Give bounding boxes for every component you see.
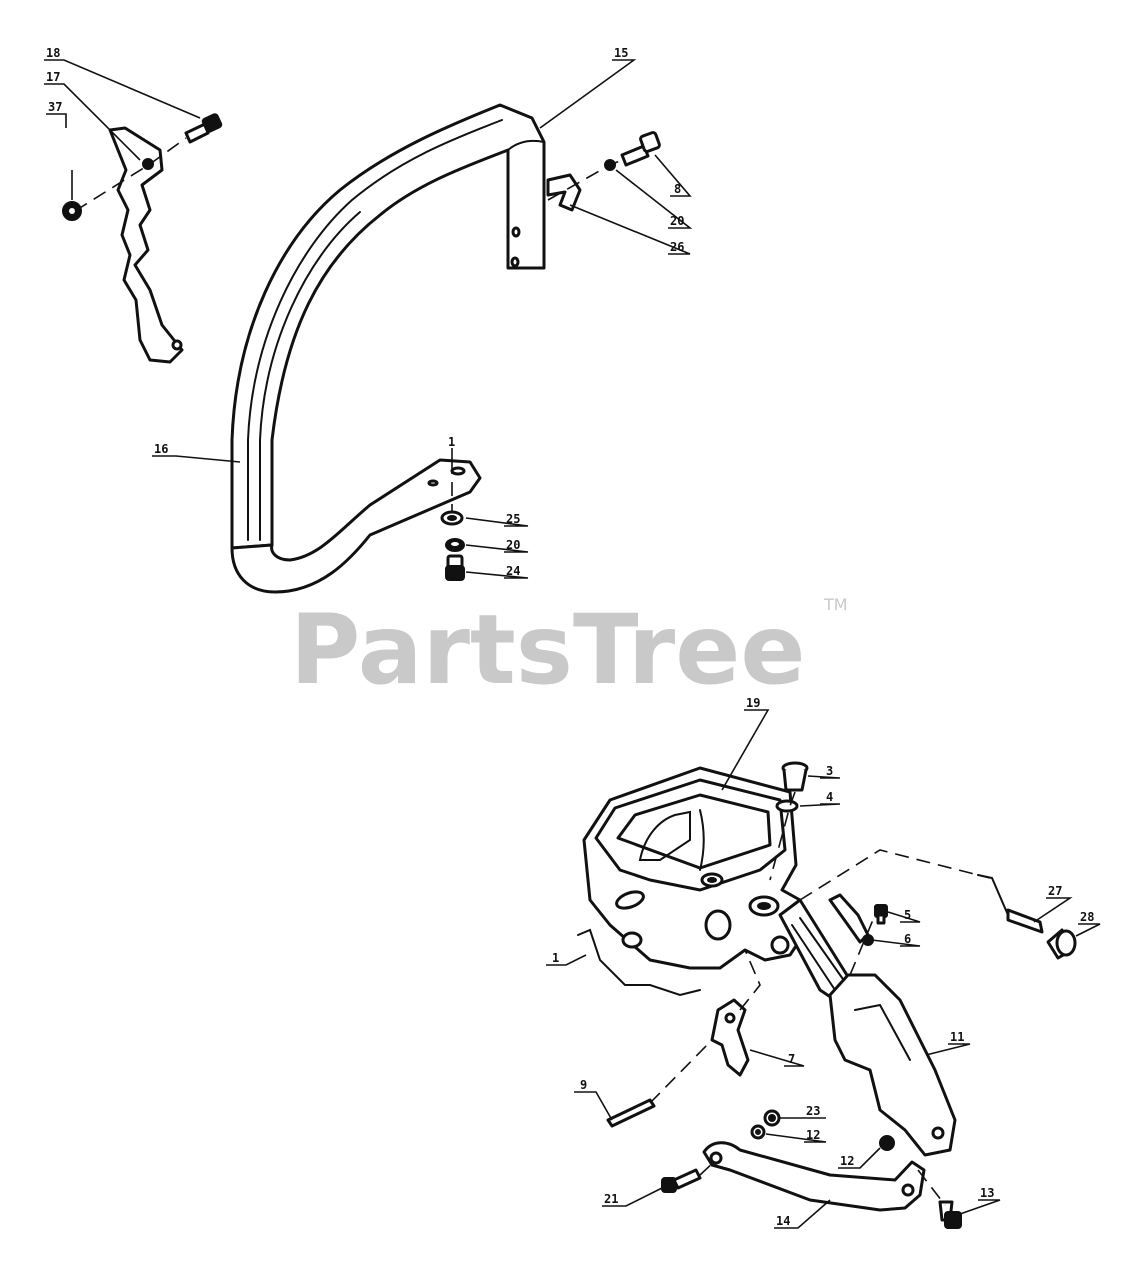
callout-27: 27 [1048,884,1062,898]
callout-9: 9 [580,1078,587,1092]
bolt-21 [661,1168,702,1193]
callout-26: 26 [670,240,684,254]
washer-4 [775,799,799,813]
callout-24: 24 [506,564,520,578]
pin-9 [606,1098,656,1128]
callout-labels: 18 17 37 15 8 20 26 16 1 25 20 24 19 3 4… [46,46,1094,1228]
callout-17: 17 [46,70,60,84]
bolt-13 [938,1200,962,1229]
lever-6 [828,893,870,944]
callout-21: 21 [604,1192,618,1206]
callout-19: 19 [746,696,760,710]
washer-25 [440,510,464,526]
nut-37 [62,201,82,221]
callout-5: 5 [904,908,911,922]
watermark-tm: TM [823,595,848,614]
callout-37: 37 [48,100,62,114]
nut-12-right [879,1135,895,1151]
screw-24 [445,554,465,581]
callout-1-upper: 1 [448,435,455,449]
rod-27 [977,874,1044,934]
callout-4: 4 [826,790,833,804]
lower-handle-14 [702,1141,926,1212]
front-handle-bar [230,103,546,594]
callout-14: 14 [776,1214,790,1228]
callout-8: 8 [674,182,681,196]
cap-28 [1046,928,1077,960]
nut-23 [763,1109,781,1127]
callout-1-lower: 1 [552,951,559,965]
callout-12-right: 12 [840,1154,854,1168]
callout-15: 15 [614,46,628,60]
screw-18 [184,113,223,144]
callout-13: 13 [980,1186,994,1200]
washer-20-lower [445,538,465,552]
rear-handle-grip-11 [778,898,957,1157]
callout-20-upper: 20 [670,214,684,228]
callout-25: 25 [506,512,520,526]
clip-26 [546,173,582,212]
bolt-8 [620,131,661,167]
plug-3 [781,761,809,792]
callout-23: 23 [806,1104,820,1118]
callout-20-lower: 20 [506,538,520,552]
wire-1 [577,928,701,997]
callout-16: 16 [154,442,168,456]
callout-28: 28 [1080,910,1094,924]
callout-3: 3 [826,764,833,778]
watermark: PartsTree TM [290,594,848,706]
callout-7: 7 [788,1052,795,1066]
callout-leaders [44,59,1101,1229]
rear-handle-housing [582,766,812,970]
callout-11: 11 [950,1030,964,1044]
callout-18: 18 [46,46,60,60]
callout-6: 6 [904,932,911,946]
trigger-7 [710,998,750,1077]
screw-5 [874,904,888,925]
callout-12-left: 12 [806,1128,820,1142]
watermark-brand: PartsTree [290,594,805,706]
washer-12-left [750,1124,766,1140]
hand-guard [108,126,184,364]
